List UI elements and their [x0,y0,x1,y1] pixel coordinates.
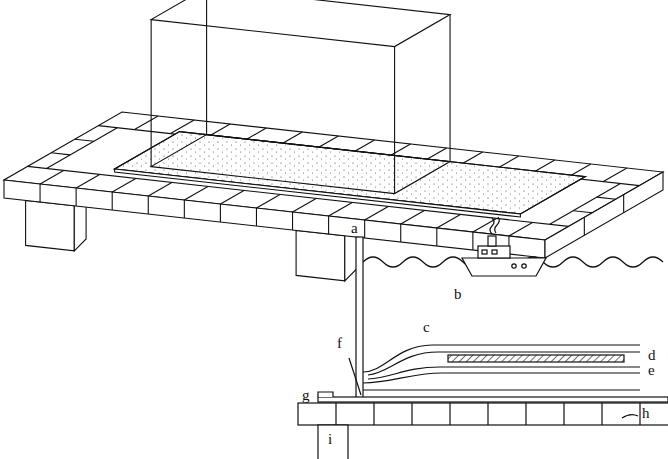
clamp-g [318,392,333,397]
leader-line [349,358,361,395]
deck-cell [47,128,118,169]
deck-cell [603,168,627,182]
cross-section [298,217,668,459]
inner-membrane [368,352,640,375]
slab-edge [115,169,521,217]
deck-divider [584,217,585,235]
deck-cell [148,182,172,196]
part-letter: a [351,221,358,236]
deck-cell [365,206,389,220]
deck-divider [623,195,624,213]
part-letter: f [337,336,342,351]
deck-cell [437,214,461,228]
pillar [26,200,75,250]
part-letter: e [648,363,655,378]
deck-cell [184,186,208,200]
deck-cell [509,222,533,236]
pier-perspective [4,0,663,281]
base-plate [318,397,668,402]
box-top [151,0,450,47]
deck-divider [400,224,401,242]
deck-cell [256,194,280,208]
slab-top [115,132,586,214]
deck-divider [436,228,437,246]
box-edge [151,20,152,167]
part-letter: d [648,348,656,363]
deck-cell [401,210,425,224]
deck-divider [256,208,257,226]
slab-texture [115,132,586,214]
deck-divider [112,192,113,210]
deck-cell [51,153,70,155]
hatched-layer [448,355,624,362]
upper-membrane [363,345,640,372]
deck-divider [292,212,293,230]
deck-cell [75,139,94,141]
pillar-i [318,425,348,459]
box-edge [394,47,395,194]
part-letter: g [302,388,310,403]
deck-cell [134,116,158,130]
part-letter: b [454,287,462,302]
ship [462,217,546,276]
box-edge [206,0,207,135]
leader-line [622,415,638,418]
deck-divider [148,196,149,214]
part-letter: c [423,320,430,335]
deck-cell [573,211,592,213]
deck-divider [472,232,473,250]
deck-divider [76,188,77,206]
deck-divider [184,200,185,218]
deck-cell [112,178,136,192]
deck-cell [293,198,317,212]
box-bottom [151,135,450,194]
deck-divider [364,220,365,238]
part-letter: h [642,406,650,421]
deck-divider [328,216,329,234]
layer-line [363,389,640,390]
deck-cell [329,202,353,216]
deck-cell [76,174,100,188]
layer-line [363,373,640,383]
deck-divider [220,204,221,222]
deck-cell [220,190,244,204]
pillar [296,230,345,280]
deck-divider [40,184,41,202]
box-edge [449,15,450,162]
deck-cell [597,197,616,199]
deck-dividers [336,403,640,425]
part-letter: i [328,432,332,447]
wall-a [356,237,363,398]
deck-section [298,403,668,425]
deck-cell [40,170,64,184]
